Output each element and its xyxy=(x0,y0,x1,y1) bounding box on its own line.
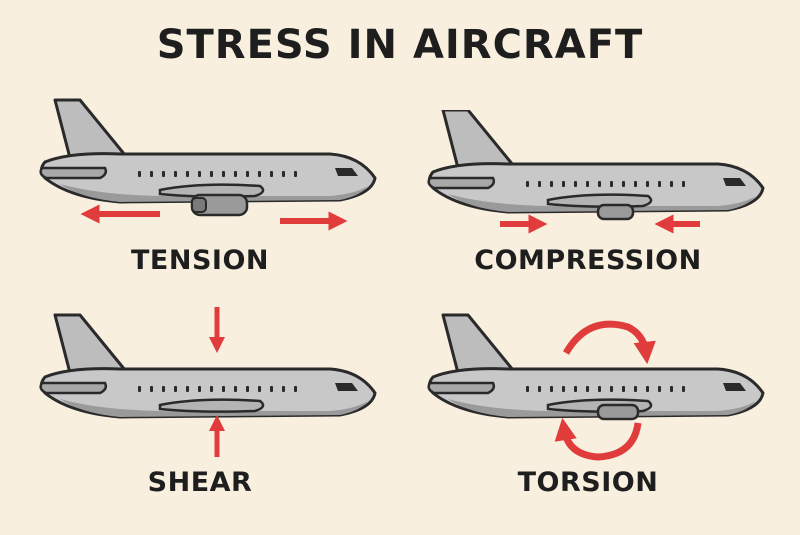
label-shear: SHEAR xyxy=(147,467,253,498)
panel-torsion: TORSION xyxy=(388,305,788,535)
label-compression: COMPRESSION xyxy=(474,245,702,276)
rotation-arrow-icon xyxy=(562,320,656,365)
panel-shear: SHEAR xyxy=(0,305,400,535)
label-tension: TENSION xyxy=(131,245,269,276)
page-title: STRESS IN AIRCRAFT xyxy=(156,22,644,68)
panel-compression: COMPRESSION xyxy=(388,110,788,340)
airplane-icon xyxy=(39,98,377,231)
airplane-icon xyxy=(427,110,765,234)
airplane-icon xyxy=(39,307,377,457)
panel-tension: TENSION xyxy=(0,90,400,320)
rotation-arrow-icon xyxy=(554,417,642,461)
label-torsion: TORSION xyxy=(517,467,659,498)
airplane-icon xyxy=(427,313,765,461)
